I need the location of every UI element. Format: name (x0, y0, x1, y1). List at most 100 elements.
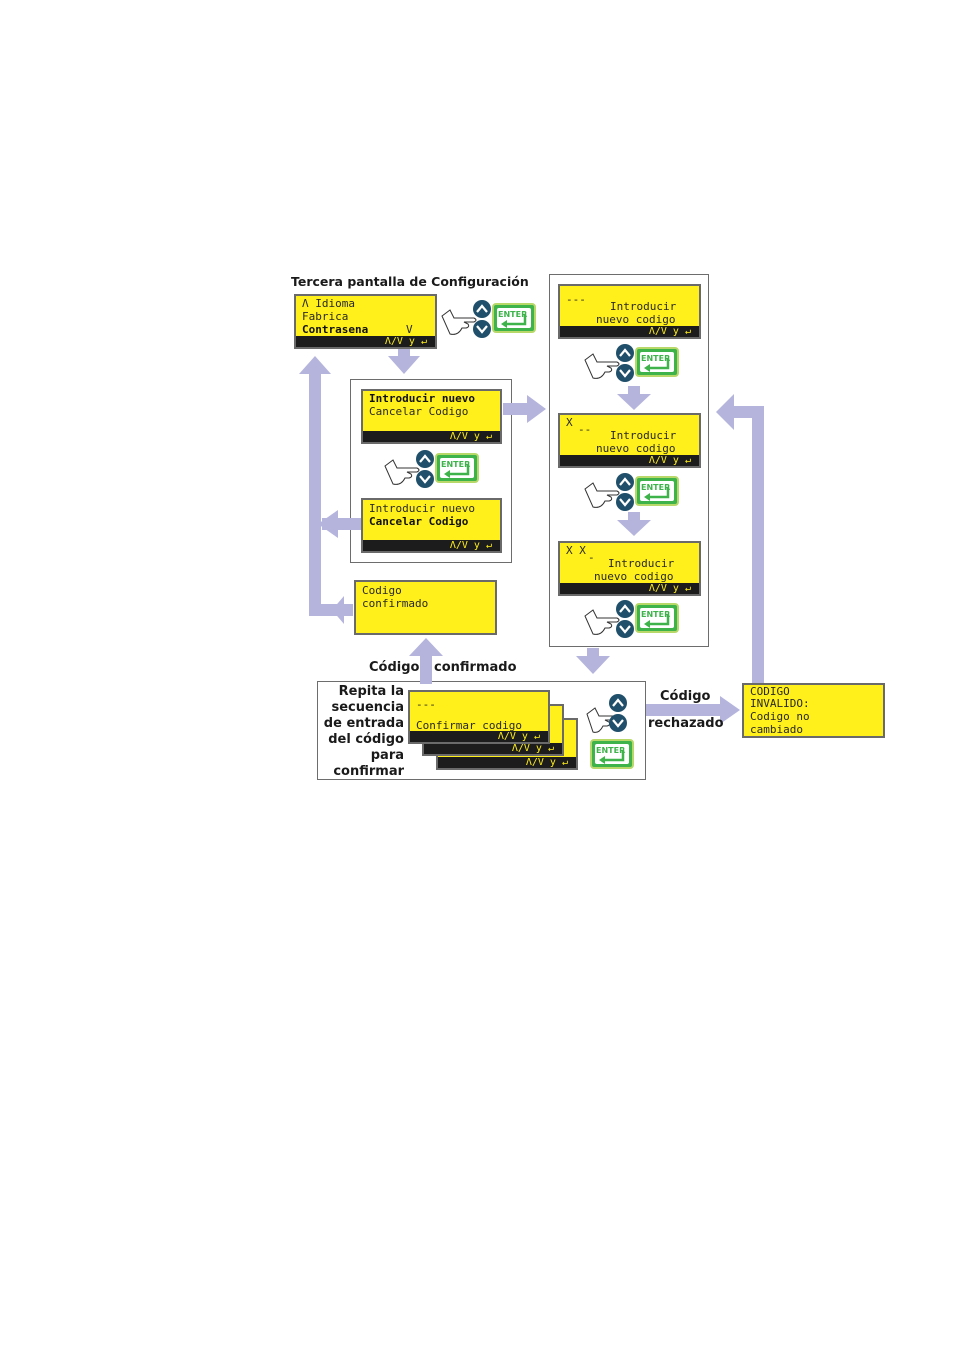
repeat-line-1: Repita la (338, 684, 404, 699)
nav-hint: Λ/V y ↵ (648, 583, 691, 594)
repeat-instructions: Repita la secuencia de entrada del códig… (318, 684, 404, 780)
label-confirmado: confirmado (434, 660, 517, 675)
controls-config: ENTER (440, 298, 540, 344)
enter-text: ENTER (498, 310, 527, 319)
hand-icon (584, 353, 620, 379)
invalid-code-screen: CODIGO INVALIDO: Codigo no cambiado (742, 683, 885, 738)
menu-b-nav-bar: Λ/V y ↵ (363, 540, 500, 551)
confirm-line-1: --- (416, 698, 436, 711)
entry3-nav-bar: Λ/V y ↵ (560, 583, 699, 594)
repeat-line-3: de entrada (323, 716, 404, 731)
code-entry-screen-2: X -- Introducir nuevo codigo Λ/V y ↵ (558, 413, 701, 468)
confirm-line-2: Confirmar codigo (416, 719, 522, 732)
nav-hint: Λ/V y ↵ (384, 336, 427, 347)
repeat-line-4: del código (328, 732, 404, 747)
nav-hint: Λ/V y ↵ (648, 326, 691, 337)
entry2-line-2: Introducir (610, 429, 677, 442)
entry3-line-3: nuevo codigo (594, 570, 674, 583)
diagram-title: Tercera pantalla de Configuración (291, 274, 529, 289)
label-rejected-1: Código (660, 689, 711, 704)
confirm-code-screen: --- Confirmar codigo Λ/V y ↵ (408, 690, 550, 744)
nav-hint: Λ/V y ↵ (525, 757, 568, 768)
down-button-icon[interactable] (616, 364, 634, 382)
up-button-icon[interactable] (416, 450, 434, 468)
invalid-line-3: Codigo no (750, 710, 810, 723)
entry1-line-2: Introducir (610, 300, 677, 313)
enter-button-icon[interactable]: ENTER (492, 303, 536, 333)
hand-icon (441, 309, 477, 335)
entry1-line-1: --- (566, 293, 586, 306)
up-button-icon[interactable] (616, 344, 634, 362)
confirmed-line-1: Codigo (362, 584, 402, 597)
label-rejected-2: rechazado (648, 716, 724, 731)
invalid-line-4: cambiado (750, 723, 803, 736)
entry3-line-2: Introducir (608, 557, 675, 570)
entry2-nav-bar: Λ/V y ↵ (560, 455, 699, 466)
down-button-icon[interactable] (616, 493, 634, 511)
confirm-bar: Λ/V y ↵ (410, 731, 548, 742)
entry1-nav-bar: Λ/V y ↵ (560, 326, 699, 337)
menu-a-line-1: Introducir nuevo (369, 392, 475, 405)
controls-entry-3: ENTER (583, 598, 683, 644)
enter-button-icon[interactable]: ENTER (590, 739, 634, 769)
config-screen: Λ Idioma Fabrica Contrasena V Λ/V y ↵ (294, 294, 437, 349)
new-code-screen-b: Introducir nuevo Cancelar Codigo Λ/V y ↵ (361, 498, 502, 553)
confirmed-line-2: confirmado (362, 597, 429, 610)
enter-button-icon[interactable]: ENTER (635, 476, 679, 506)
code-entry-screen-1: --- Introducir nuevo codigo Λ/V y ↵ (558, 284, 701, 339)
up-button-icon[interactable] (616, 600, 634, 618)
nav-hint: Λ/V y ↵ (648, 455, 691, 466)
nav-hint: Λ/V y ↵ (449, 540, 492, 551)
up-button-icon[interactable] (616, 473, 634, 491)
down-button-icon[interactable] (416, 470, 434, 488)
enter-text: ENTER (641, 354, 670, 363)
confirm-back-2-bar: Λ/V y ↵ (438, 757, 576, 768)
config-nav-bar: Λ/V y ↵ (296, 336, 435, 347)
enter-button-icon[interactable]: ENTER (635, 347, 679, 377)
entry2-line-3: nuevo codigo (596, 442, 676, 455)
code-entry-screen-3: X X - Introducir nuevo codigo Λ/V y ↵ (558, 541, 701, 596)
controls-confirm-svg: ENTER (586, 694, 634, 769)
enter-text: ENTER (441, 460, 470, 469)
repeat-line-6: confirmar (333, 764, 404, 779)
config-line-2: Fabrica (302, 310, 349, 323)
code-confirmed-screen: Codigo confirmado (354, 580, 497, 635)
menu-b-line-2: Cancelar Codigo (369, 515, 469, 528)
nav-hint: Λ/V y ↵ (511, 743, 554, 754)
enter-text: ENTER (641, 610, 670, 619)
controls-confirm: ENTER (585, 692, 645, 772)
hand-icon (584, 609, 620, 635)
repeat-line-5: para (370, 748, 404, 763)
hand-icon (584, 482, 620, 508)
label-codigo: Código (369, 660, 420, 675)
controls-menu: ENTER (383, 448, 483, 494)
config-line-1: Λ Idioma (302, 297, 355, 310)
up-button-icon[interactable] (609, 694, 627, 712)
entry2-line-1: X (566, 416, 573, 429)
new-code-screen-a: Introducir nuevo Cancelar Codigo Λ/V y ↵ (361, 389, 502, 444)
down-button-icon[interactable] (616, 620, 634, 638)
config-line-3: Contrasena (302, 323, 369, 336)
entry2-line-1b: -- (578, 423, 592, 436)
controls-entry-1: ENTER (583, 342, 683, 388)
hand-icon (384, 459, 420, 485)
down-button-icon[interactable] (609, 714, 627, 732)
enter-text: ENTER (641, 483, 670, 492)
enter-button-icon[interactable]: ENTER (635, 603, 679, 633)
menu-a-line-2: Cancelar Codigo (369, 405, 469, 418)
menu-a-nav-bar: Λ/V y ↵ (363, 431, 500, 442)
up-button-icon[interactable] (473, 300, 491, 318)
config-line-3-right: V (406, 323, 413, 336)
down-button-icon[interactable] (473, 320, 491, 338)
enter-button-icon[interactable]: ENTER (435, 453, 479, 483)
entry1-line-3: nuevo codigo (596, 313, 676, 326)
confirm-back-1-bar: Λ/V y ↵ (424, 743, 562, 754)
invalid-line-1: CODIGO (750, 685, 790, 698)
nav-hint: Λ/V y ↵ (449, 431, 492, 442)
nav-hint: Λ/V y ↵ (497, 731, 540, 742)
invalid-line-2: INVALIDO: (750, 697, 810, 710)
controls-entry-2: ENTER (583, 471, 683, 517)
entry3-line-1b: - (588, 551, 595, 564)
enter-text: ENTER (596, 746, 625, 755)
